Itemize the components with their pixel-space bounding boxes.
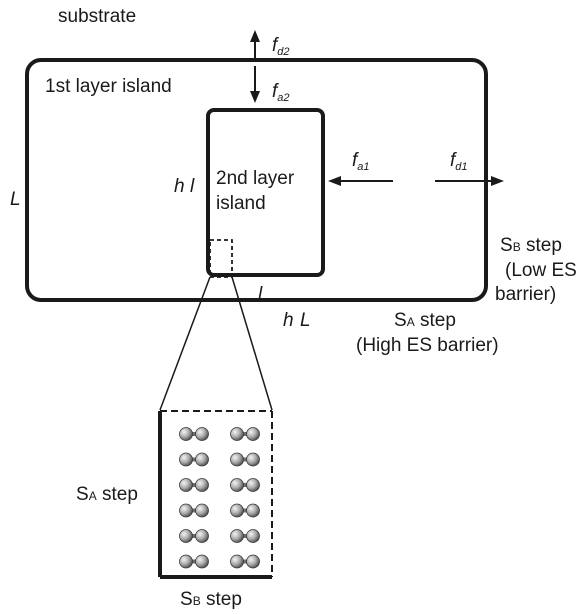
fa1-arrowhead <box>328 176 341 186</box>
atom <box>180 453 193 466</box>
atom <box>231 555 244 568</box>
inset-sb-step-label: SB step <box>180 589 242 610</box>
low-es-label: (Low ES <box>505 260 577 281</box>
atom <box>247 453 260 466</box>
hL-L-label: L <box>300 310 311 331</box>
atom <box>180 555 193 568</box>
atom <box>180 530 193 543</box>
atom-dimer <box>180 504 209 517</box>
barrier-label: barrier) <box>495 284 556 305</box>
atom-dimer <box>180 555 209 568</box>
atom <box>196 428 209 441</box>
atom <box>196 504 209 517</box>
atom <box>231 453 244 466</box>
atom <box>247 428 260 441</box>
atom-dimer <box>231 428 260 441</box>
fd2-label: fd2 <box>272 35 290 58</box>
zoom-line-right <box>232 277 272 410</box>
atom <box>247 530 260 543</box>
atom <box>196 479 209 492</box>
atom-dimer <box>180 479 209 492</box>
atom <box>196 453 209 466</box>
hl-h-label: h <box>174 176 185 197</box>
atom-dimer <box>231 479 260 492</box>
atom <box>231 530 244 543</box>
hL-h-label: h <box>283 310 294 331</box>
second-layer-label-line1: 2nd layer <box>216 168 295 189</box>
atom-dimer <box>180 428 209 441</box>
atom <box>231 479 244 492</box>
atom-dimers <box>180 428 260 569</box>
atom-dimer <box>180 530 209 543</box>
substrate-label: substrate <box>58 6 136 27</box>
atom <box>231 428 244 441</box>
atom <box>196 555 209 568</box>
fd1-label: fd1 <box>450 150 468 173</box>
atom <box>231 504 244 517</box>
inset-sa-step-label: SA step <box>76 484 138 505</box>
atom <box>247 504 260 517</box>
hl-l-label: l <box>190 176 195 197</box>
fd2-arrowhead <box>250 30 260 42</box>
atom <box>247 555 260 568</box>
atom <box>180 479 193 492</box>
atom-dimer <box>231 555 260 568</box>
big-L-label: L <box>10 189 21 210</box>
atom <box>247 479 260 492</box>
fa2-label: fa2 <box>272 81 290 104</box>
fa1-label: fa1 <box>352 150 370 173</box>
fa2-arrowhead <box>250 91 260 103</box>
first-layer-label: 1st layer island <box>45 76 172 97</box>
atom-dimer <box>231 530 260 543</box>
zoom-line-left <box>160 277 210 410</box>
second-layer-label-line2: island <box>216 193 266 214</box>
atom <box>180 504 193 517</box>
fd1-arrowhead <box>491 176 504 186</box>
high-es-label: (High ES barrier) <box>356 335 499 356</box>
atom-dimer <box>231 504 260 517</box>
atom-dimer <box>231 453 260 466</box>
zoom-region-box <box>210 240 232 277</box>
atom-dimer <box>180 453 209 466</box>
atom <box>180 428 193 441</box>
sb-step-label: SB step <box>500 235 562 256</box>
atom <box>196 530 209 543</box>
sa-step-label: SA step <box>394 310 456 331</box>
